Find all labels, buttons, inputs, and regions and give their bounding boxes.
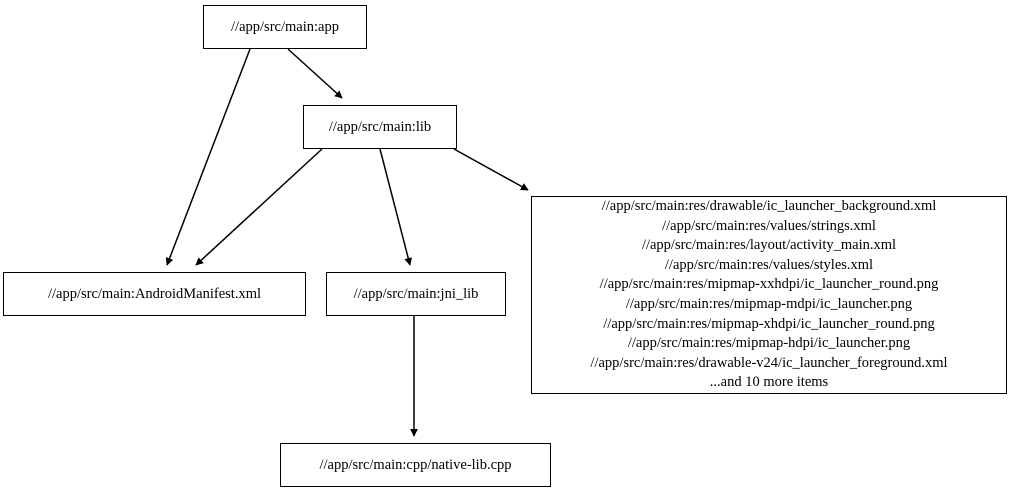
res-group-line: //app/src/main:res/mipmap-xxhdpi/ic_laun… xyxy=(599,276,939,293)
node-lib-label: //app/src/main:lib xyxy=(328,118,432,135)
node-app-label: //app/src/main:app xyxy=(231,18,339,35)
edge-lib-to-res xyxy=(453,148,529,191)
edge-lib-to-jni xyxy=(379,148,413,266)
res-group-line: //app/src/main:res/values/styles.xml xyxy=(664,256,874,273)
res-group-line: //app/src/main:res/mipmap-hdpi/ic_launch… xyxy=(627,335,911,352)
node-lib[interactable]: //app/src/main:lib xyxy=(303,105,457,149)
res-group-line: //app/src/main:res/drawable/ic_launcher_… xyxy=(601,198,937,215)
res-group-line: //app/src/main:res/mipmap-mdpi/ic_launch… xyxy=(625,296,913,312)
edge-lib-to-manifest xyxy=(195,148,323,266)
node-android-manifest[interactable]: //app/src/main:AndroidManifest.xml xyxy=(3,272,306,316)
node-jni-lib-label: //app/src/main:jni_lib xyxy=(353,285,479,302)
edge-app-to-lib xyxy=(287,48,343,99)
node-res-group[interactable]: //app/src/main:res/drawable/ic_launcher_… xyxy=(531,196,1007,394)
res-group-line: //app/src/main:res/drawable-v24/ic_launc… xyxy=(590,354,948,371)
node-jni-lib[interactable]: //app/src/main:jni_lib xyxy=(326,272,506,316)
node-native-lib-cpp-label: //app/src/main:cpp/native-lib.cpp xyxy=(319,456,512,473)
res-group-line: //app/src/main:res/layout/activity_main.… xyxy=(641,237,897,254)
res-group-line: ...and 10 more items xyxy=(709,374,829,391)
node-res-group-lines: //app/src/main:res/drawable/ic_launcher_… xyxy=(532,197,1006,393)
res-group-line: //app/src/main:res/mipmap-xhdpi/ic_launc… xyxy=(603,315,935,332)
node-native-lib-cpp[interactable]: //app/src/main:cpp/native-lib.cpp xyxy=(280,443,551,487)
res-group-line: //app/src/main:res/values/strings.xml xyxy=(662,217,876,234)
node-android-manifest-label: //app/src/main:AndroidManifest.xml xyxy=(47,285,262,302)
node-app[interactable]: //app/src/main:app xyxy=(203,5,367,49)
edge-app-to-manifest xyxy=(165,48,251,266)
